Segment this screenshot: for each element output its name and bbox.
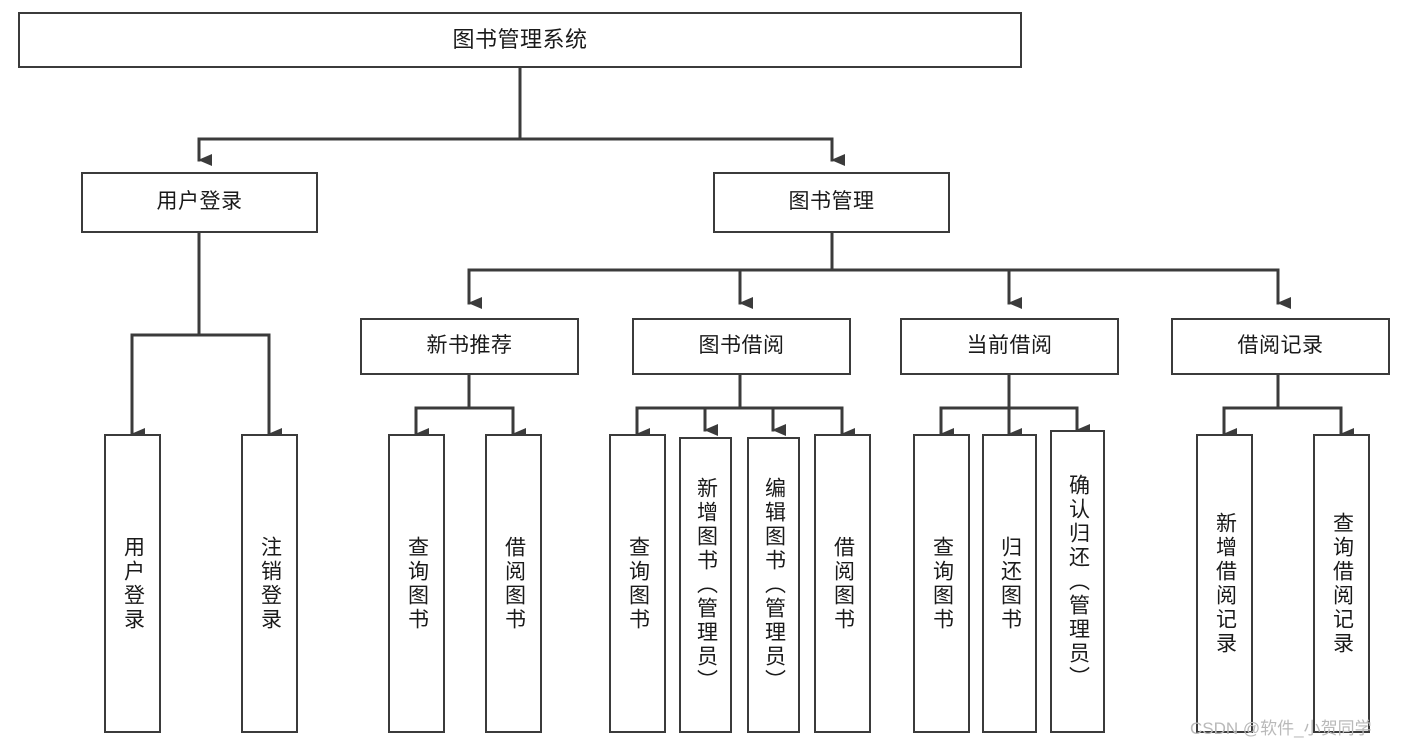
csdn-watermark: CSDN @软件_小贺同学 <box>1190 719 1372 738</box>
node-leaf-user-login[interactable]: 用户登录 <box>104 434 161 733</box>
node-leaf-borrow-book-borrow[interactable]: 借阅图书 <box>814 434 871 733</box>
node-leaf-edit-book-admin-label: 编辑图书（管理员） <box>762 477 786 693</box>
node-user-login[interactable]: 用户登录 <box>81 172 318 233</box>
node-leaf-user-logout-label: 注销登录 <box>258 535 282 632</box>
node-leaf-query-book-current-label: 查询图书 <box>930 535 954 632</box>
node-leaf-query-book-recommend-label: 查询图书 <box>405 535 429 632</box>
node-leaf-borrow-book-recommend-label: 借阅图书 <box>502 535 526 632</box>
node-book-management[interactable]: 图书管理 <box>713 172 950 233</box>
node-leaf-return-book[interactable]: 归还图书 <box>982 434 1037 733</box>
node-borrow-record-label: 借阅记录 <box>1237 334 1324 358</box>
node-current-borrow[interactable]: 当前借阅 <box>900 318 1119 375</box>
node-root-system[interactable]: 图书管理系统 <box>18 12 1022 68</box>
node-leaf-confirm-return-admin[interactable]: 确认归还（管理员） <box>1050 430 1105 733</box>
node-leaf-borrow-book-recommend[interactable]: 借阅图书 <box>485 434 542 733</box>
node-leaf-query-book-borrow-label: 查询图书 <box>626 535 650 632</box>
node-leaf-query-book-borrow[interactable]: 查询图书 <box>609 434 666 733</box>
node-leaf-add-borrow-record[interactable]: 新增借阅记录 <box>1196 434 1253 733</box>
node-leaf-user-logout[interactable]: 注销登录 <box>241 434 298 733</box>
node-leaf-add-book-admin[interactable]: 新增图书（管理员） <box>679 437 732 733</box>
node-book-borrow[interactable]: 图书借阅 <box>632 318 851 375</box>
node-leaf-query-borrow-record-label: 查询借阅记录 <box>1330 511 1354 656</box>
node-leaf-user-login-label: 用户登录 <box>121 535 145 632</box>
node-root-system-label: 图书管理系统 <box>452 27 588 53</box>
node-new-book-recommend-label: 新书推荐 <box>426 334 513 358</box>
node-user-login-label: 用户登录 <box>156 190 243 214</box>
node-leaf-query-book-recommend[interactable]: 查询图书 <box>388 434 445 733</box>
node-current-borrow-label: 当前借阅 <box>966 334 1053 358</box>
node-leaf-return-book-label: 归还图书 <box>998 535 1022 632</box>
node-leaf-add-book-admin-label: 新增图书（管理员） <box>694 477 718 693</box>
node-leaf-edit-book-admin[interactable]: 编辑图书（管理员） <box>747 437 800 733</box>
node-leaf-query-borrow-record[interactable]: 查询借阅记录 <box>1313 434 1370 733</box>
node-book-management-label: 图书管理 <box>788 190 875 214</box>
node-leaf-confirm-return-admin-label: 确认归还（管理员） <box>1066 473 1090 690</box>
node-new-book-recommend[interactable]: 新书推荐 <box>360 318 579 375</box>
node-borrow-record[interactable]: 借阅记录 <box>1171 318 1390 375</box>
node-leaf-add-borrow-record-label: 新增借阅记录 <box>1213 511 1237 656</box>
node-book-borrow-label: 图书借阅 <box>698 334 785 358</box>
node-leaf-query-book-current[interactable]: 查询图书 <box>913 434 970 733</box>
node-leaf-borrow-book-borrow-label: 借阅图书 <box>831 535 855 632</box>
